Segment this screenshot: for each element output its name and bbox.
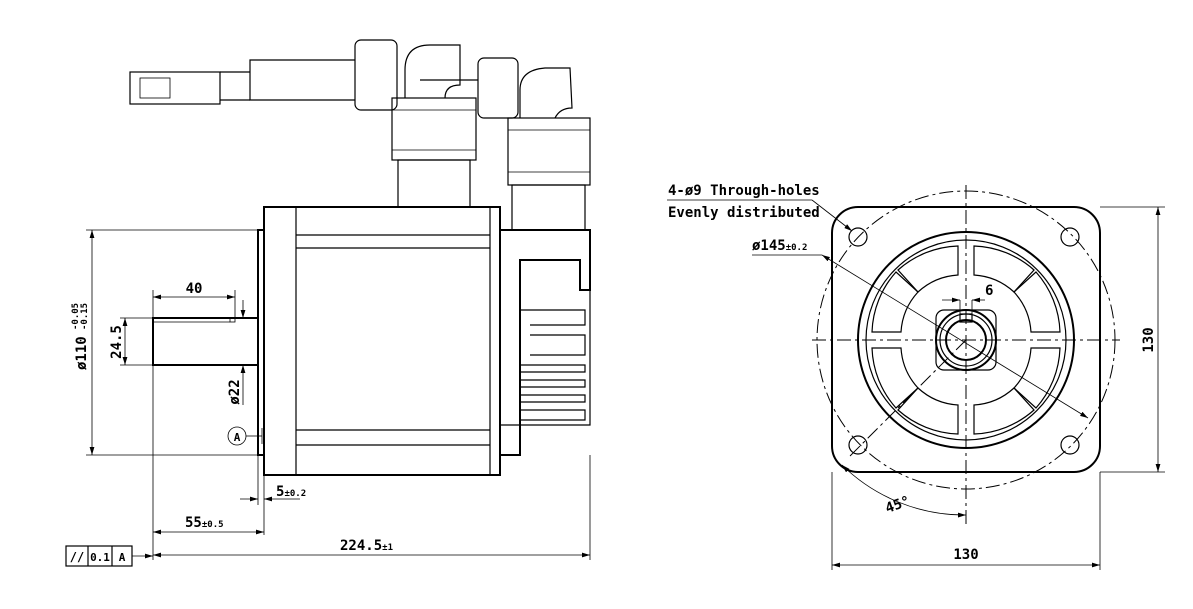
shaft-extension-dim: 55±0.5 [185, 515, 224, 531]
svg-text:A: A [234, 431, 241, 444]
shaft-length-dim: 40 [186, 281, 203, 297]
holes-note-line2: Evenly distributed [668, 205, 820, 221]
svg-text:ø110: ø110 [74, 336, 90, 370]
shaft [152, 317, 259, 366]
svg-text:-0.15: -0.15 [80, 303, 90, 330]
tolerance-frame: // 0.1 A [65, 545, 153, 567]
svg-text://: // [70, 550, 84, 564]
height-dim: 130 [1141, 327, 1157, 352]
holes-note-line1: 4-ø9 Through-holes [668, 183, 820, 199]
svg-text:A: A [119, 551, 126, 564]
mounting-holes [848, 227, 1080, 455]
svg-text:-0.05: -0.05 [71, 303, 81, 330]
angle-dim: 45° [883, 493, 912, 517]
side-view: 40 24.5 ø110 -0.05 -0.15 ø22 A 5±0.2 55±… [65, 39, 591, 567]
pcd-dim: ø145±0.2 [752, 238, 807, 254]
key-width-dim: 6 [985, 283, 993, 299]
connector-assembly [129, 39, 591, 231]
width-dim: 130 [953, 547, 978, 563]
total-length-dim: 224.5±1 [340, 538, 393, 554]
front-view: 4-ø9 Through-holes Evenly distributed ø1… [667, 183, 1165, 570]
key-height-dim: 24.5 [109, 325, 125, 359]
motor-body [263, 206, 501, 476]
encoder-housing [500, 229, 591, 456]
cooling-fins [500, 290, 591, 426]
flange-thickness-dim: 5±0.2 [276, 484, 306, 500]
svg-text:0.1: 0.1 [90, 551, 110, 564]
flange-diameter-dim: ø110 -0.05 -0.15 [71, 303, 90, 370]
shaft-diameter-dim: ø22 [227, 379, 243, 404]
